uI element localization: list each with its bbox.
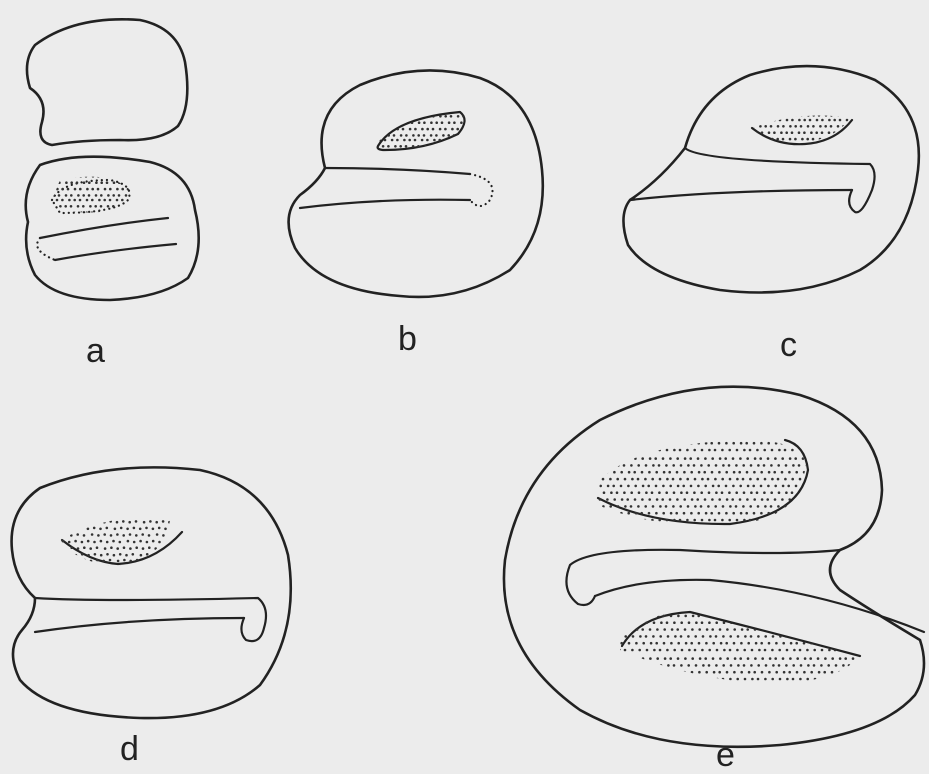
panel-c-label: c xyxy=(780,328,797,362)
panel-c-drawing xyxy=(623,66,918,292)
panel-e-upper-stipple xyxy=(595,435,809,530)
panel-b-stipple-outline xyxy=(378,112,465,150)
panel-c-stipple xyxy=(749,108,855,147)
panel-d-drawing xyxy=(12,467,291,718)
panel-b-slit-end xyxy=(470,174,493,206)
panel-a-upper-valve xyxy=(27,19,187,145)
panel-a-drawing xyxy=(26,19,199,300)
panel-b-slit-lower xyxy=(300,200,470,208)
panel-e-outline xyxy=(504,387,924,747)
panel-b-stipple xyxy=(375,109,472,154)
panel-d-stipple xyxy=(57,507,175,569)
panel-a-lower-valve xyxy=(26,157,199,300)
panel-d-outline xyxy=(12,467,291,718)
panel-e-slit-upper xyxy=(566,550,840,605)
panel-e-upper-stipple-outline xyxy=(598,440,808,524)
panel-b-drawing xyxy=(289,70,543,296)
panel-c-slit-upper xyxy=(685,148,875,212)
panel-c-slit-lower xyxy=(630,190,852,200)
panel-b-outline xyxy=(289,70,543,296)
panel-c-stipple-outline xyxy=(752,120,852,144)
panel-a-stipple-outline xyxy=(52,180,130,213)
panel-a-label: a xyxy=(86,334,105,368)
panel-d-stipple-outline xyxy=(62,532,182,564)
panel-a-slit-upper xyxy=(40,218,168,238)
panel-a-slit-lower xyxy=(55,244,176,260)
panel-d-label: d xyxy=(120,732,139,766)
panel-d-slit-lower xyxy=(35,618,244,632)
panel-e-label: e xyxy=(716,738,735,772)
panel-b-label: b xyxy=(398,322,417,356)
panel-a-slit-end xyxy=(37,238,55,260)
panel-e-lower-stipple-outline xyxy=(622,612,860,656)
panel-b-slit-upper xyxy=(325,168,470,174)
panel-e-drawing xyxy=(504,387,924,747)
